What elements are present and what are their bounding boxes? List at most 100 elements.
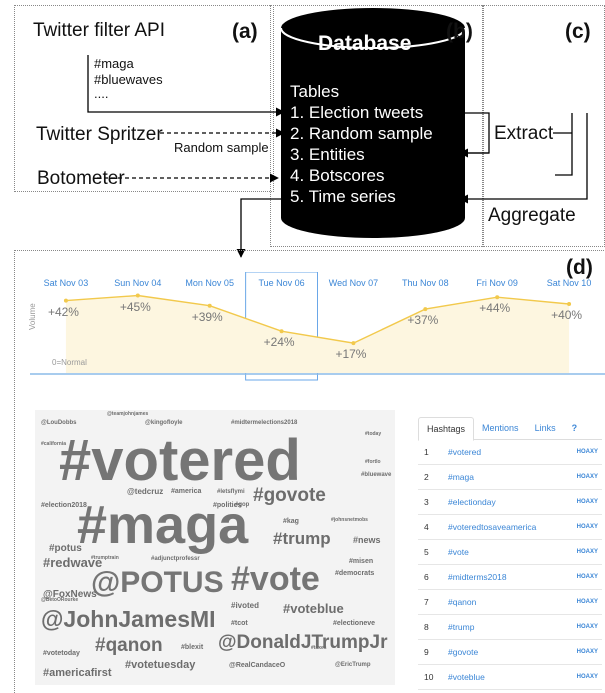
filter-api-arrow — [87, 55, 285, 117]
keyword-bluewaves: #bluewaves — [94, 72, 163, 87]
cloud-word: #blexit — [181, 644, 204, 651]
cloud-word: @tedcruz — [127, 487, 164, 496]
tables-heading: Tables — [290, 82, 340, 101]
percent-label: +37% — [407, 313, 439, 328]
table-row: 9 #govote HOAXY — [418, 640, 602, 665]
hashtag-link[interactable]: #trump — [448, 622, 475, 632]
cloud-word: #votetoday — [43, 650, 80, 657]
output-arrow — [236, 198, 281, 258]
spritzer-label: Twitter Spritzer — [36, 124, 163, 145]
table-item: 3. Entities — [290, 145, 365, 164]
cloud-word: #midtermelections2018 — [231, 420, 298, 426]
trend-point — [567, 302, 572, 306]
hashtag-link[interactable]: #votered — [448, 447, 482, 457]
cloud-word: @DonaldJTrumpJr — [218, 632, 388, 653]
day-label: Tue Nov 06 — [258, 278, 305, 288]
table-item: 5. Time series — [290, 187, 396, 206]
cloud-word: #letsflymi — [217, 489, 245, 495]
tab-mentions[interactable]: Mentions — [482, 423, 519, 433]
trend-point — [351, 341, 356, 346]
percent-label: +45% — [119, 299, 151, 314]
day-label: Wed Nov 07 — [328, 278, 379, 288]
hashtag-link[interactable]: #govote — [448, 647, 479, 657]
hashtag-link[interactable]: #maga — [448, 472, 474, 482]
rank-number: 9 — [424, 647, 429, 657]
cloud-word: @LouDobbs — [41, 420, 77, 426]
cloud-word: #votetuesday — [125, 659, 196, 671]
trend-point — [495, 295, 500, 300]
cloud-word: #misen — [349, 558, 374, 565]
percent-label: +17% — [335, 347, 367, 362]
day-label: Sat Nov 10 — [546, 278, 592, 288]
hoaxy-button[interactable]: HOAXY — [576, 499, 598, 505]
cloud-word: @teamjohnjames — [107, 411, 149, 417]
volume-axis-label: Volume — [28, 303, 37, 330]
panel-b-box — [270, 5, 484, 247]
cloud-word: #bluewave — [361, 472, 392, 478]
percent-label: +24% — [263, 335, 295, 350]
database-title: Database — [318, 32, 412, 55]
day-label: Fri Nov 09 — [476, 278, 518, 288]
hoaxy-button[interactable]: HOAXY — [576, 474, 598, 480]
hoaxy-button[interactable]: HOAXY — [576, 649, 598, 655]
trend-area — [65, 295, 570, 373]
trend-point — [63, 298, 68, 303]
help-icon[interactable]: ? — [571, 423, 578, 433]
hoaxy-button[interactable]: HOAXY — [576, 599, 598, 605]
hashtag-link[interactable]: #electionday — [448, 497, 496, 507]
hoaxy-button[interactable]: HOAXY — [576, 549, 598, 555]
hashtag-link[interactable]: #voteredtosaveamerica — [448, 522, 537, 532]
trend-point — [279, 329, 284, 334]
cloud-word: #vote — [231, 560, 320, 598]
trend-line — [65, 294, 570, 344]
hashtag-link[interactable]: #midterms2018 — [448, 572, 507, 582]
cloud-word: #tcot — [231, 620, 248, 627]
rank-number: 4 — [424, 522, 429, 532]
extract-label: Extract — [494, 123, 554, 144]
cloud-word: #maga — [77, 495, 249, 555]
aggregate-label: Aggregate — [488, 205, 576, 226]
cloud-word: #govote — [253, 485, 326, 506]
day-label: Thu Nov 08 — [402, 278, 449, 288]
percent-label: +42% — [47, 304, 79, 319]
baseline-label: 0=Normal — [52, 358, 87, 367]
cloud-word: #election2018 — [41, 502, 87, 509]
cloud-word: #qanon — [95, 635, 163, 656]
rank-number: 6 — [424, 572, 429, 582]
cloud-word: #votered — [59, 428, 301, 493]
hashtag-link[interactable]: #vote — [448, 547, 469, 557]
botometer-label: Botometer — [37, 168, 125, 189]
tab-hashtags[interactable]: Hashtags — [418, 416, 475, 441]
hoaxy-button[interactable]: HOAXY — [576, 449, 598, 455]
cloud-word: #voteblue — [283, 601, 344, 616]
cloud-word: #california — [41, 441, 67, 447]
panel-a-label: (a) — [232, 20, 258, 43]
trend-point — [423, 307, 428, 312]
hashtag-wordcloud: #votered #maga @POTUS #vote @JohnJamesMI… — [35, 410, 395, 685]
cloud-word: #kag — [283, 518, 299, 525]
trend-point — [207, 303, 212, 308]
panel-d-label: (d) — [566, 256, 593, 279]
hoaxy-button[interactable]: HOAXY — [576, 624, 598, 630]
percent-label: +44% — [479, 301, 511, 316]
tab-links[interactable]: Links — [534, 423, 556, 433]
cloud-word: #america — [171, 488, 202, 495]
cloud-word: #news — [353, 535, 381, 545]
hoaxy-button[interactable]: HOAXY — [576, 524, 598, 530]
keyword-maga: #maga — [94, 56, 134, 71]
hashtag-link[interactable]: #voteblue — [448, 672, 485, 682]
hoaxy-button[interactable]: HOAXY — [576, 674, 598, 680]
hashtag-link[interactable]: #qanon — [448, 597, 477, 607]
cloud-word: #today — [365, 431, 382, 437]
hoaxy-button[interactable]: HOAXY — [576, 574, 598, 580]
panel-d-box — [14, 250, 605, 693]
random-sample-label: Random sample — [174, 140, 269, 155]
cloud-word: #fortlo — [365, 459, 381, 465]
cloud-word: @JohnJamesMI — [41, 606, 216, 632]
